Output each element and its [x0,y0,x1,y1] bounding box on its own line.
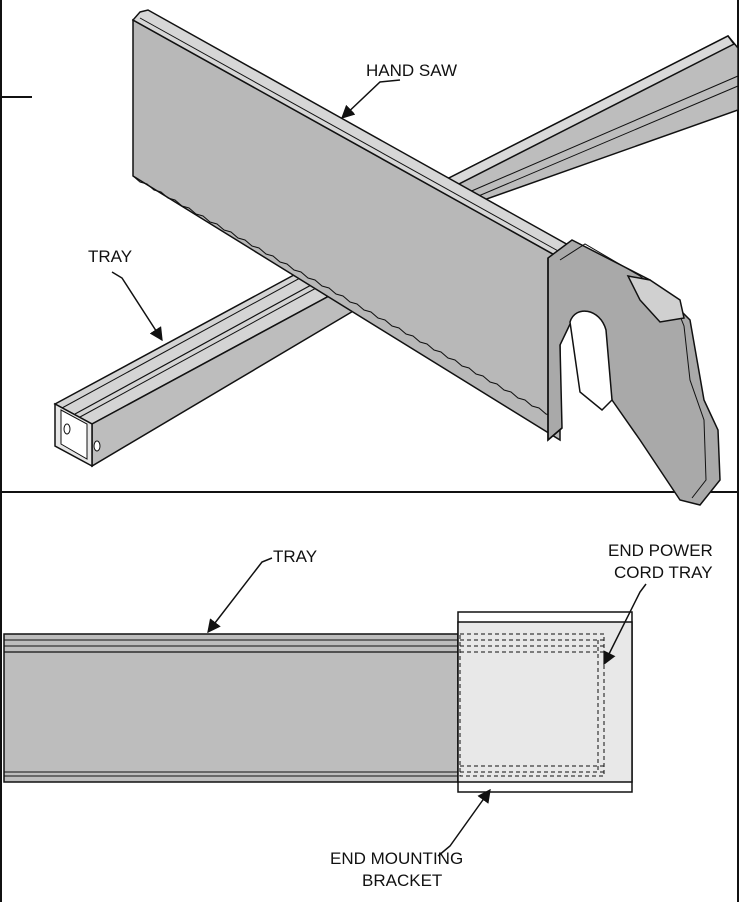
label-end-mounting-bracket: END MOUNTING BRACKET [330,788,491,890]
hand-saw-blade [131,9,572,442]
label-end-power-cord-tray: END POWER CORD TRAY [603,541,713,666]
tray-near-section [53,261,357,468]
label-tray-bottom-text: TRAY [273,547,317,566]
label-hand-saw-text: HAND SAW [366,61,457,80]
arrow-tray-bottom [207,557,273,634]
arrow-end-mounting-bracket [437,788,491,857]
label-end-power-cord-tray-line1: END POWER [608,541,713,560]
top-panel: HAND SAW TRAY [53,9,739,506]
end-mounting-bracket [457,611,633,793]
label-hand-saw: HAND SAW [341,61,457,119]
bottom-panel: TRAY END POWER CORD TRAY END MOUNTING BR… [3,541,713,890]
end-power-cord-tray [459,633,605,777]
arrow-tray-top [111,271,163,342]
hand-saw-handle [547,239,721,506]
label-tray-bottom: TRAY [207,547,317,634]
arrow-end-power-cord-tray [603,583,647,666]
label-end-power-cord-tray-line2: CORD TRAY [614,563,713,582]
label-end-mounting-bracket-line1: END MOUNTING [330,849,463,868]
label-tray-top: TRAY [88,247,163,342]
label-tray-top-text: TRAY [88,247,132,266]
tray-side-view [3,633,459,783]
arrow-hand-saw [341,79,401,119]
tray-far-section [443,35,739,214]
label-end-mounting-bracket-line2: BRACKET [362,871,442,890]
